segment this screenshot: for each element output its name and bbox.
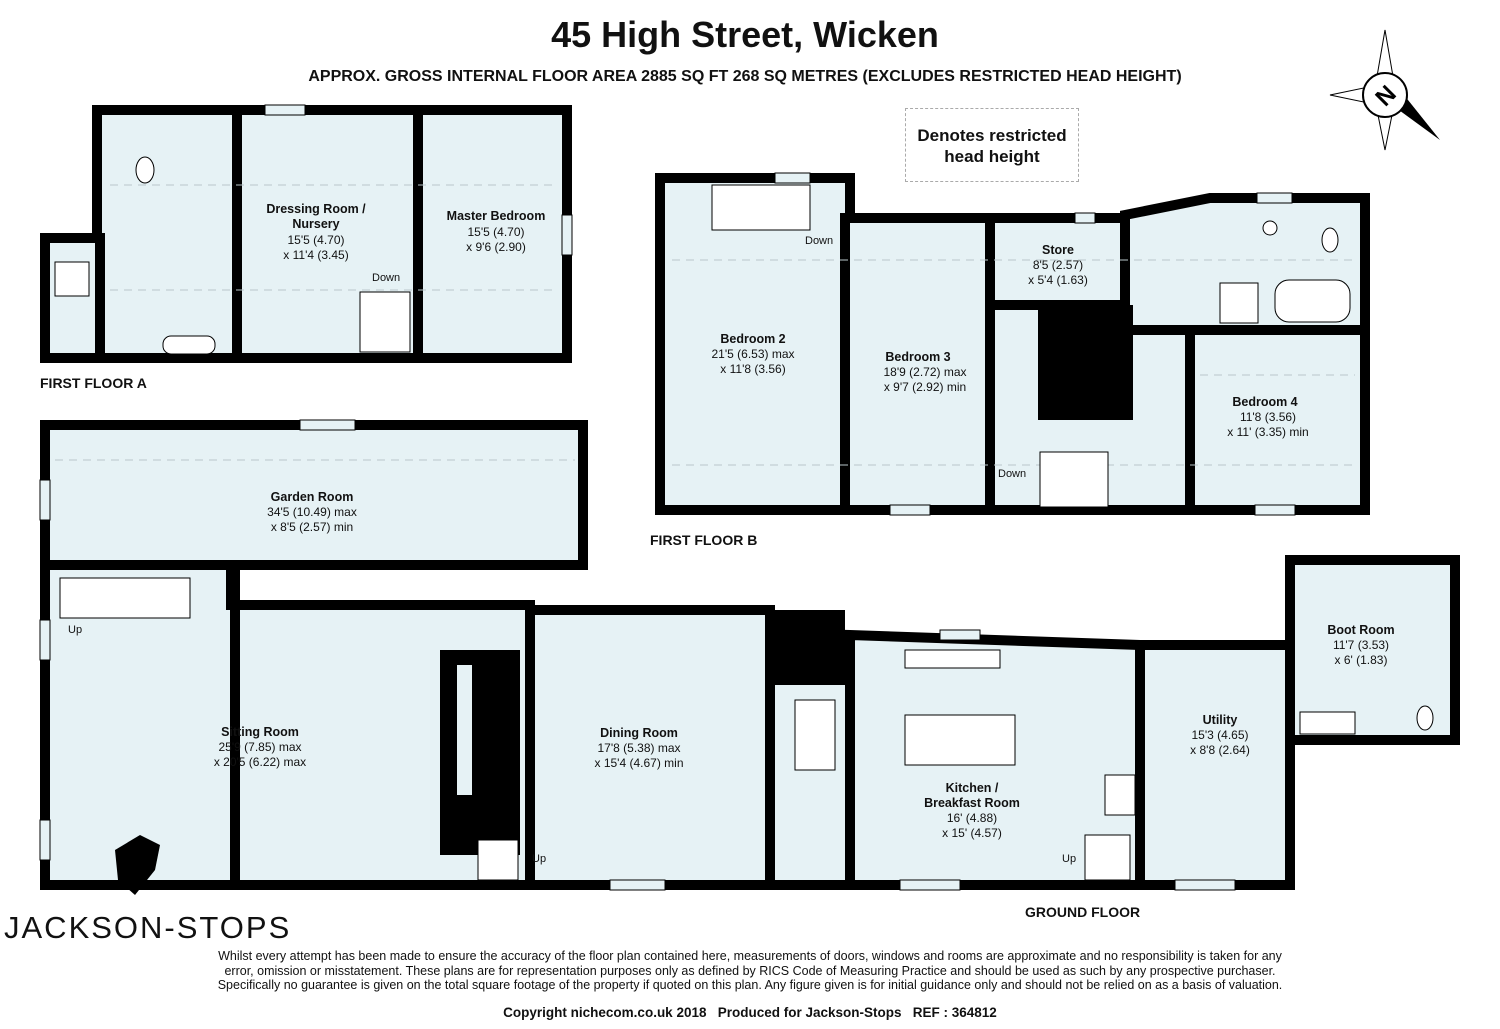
room-dimension: 15'5 (4.70) <box>288 233 345 247</box>
bath-icon <box>162 335 216 355</box>
room-name: Kitchen / <box>946 781 999 795</box>
stairs-down: Down <box>711 184 833 247</box>
range-cooker-icon <box>794 699 836 771</box>
ground-floor-plan: Up Up Up Garden Room 34'5 (10.49) max x … <box>39 419 1460 920</box>
floor-label: FIRST FLOOR A <box>40 375 147 391</box>
room-name: Utility <box>1203 713 1238 727</box>
room-dimension: 8'5 (2.57) <box>1033 258 1083 272</box>
first-floor-a-plan: Down Dressing Room / Nursery 15'5 (4.70)… <box>40 104 573 391</box>
room-name: Bedroom 3 <box>885 350 950 364</box>
disclaimer-line: error, omission or misstatement. These p… <box>224 963 1276 978</box>
room-dimension: 16' (4.88) <box>947 811 997 825</box>
room-name: Dressing Room / <box>266 202 366 216</box>
hob-icon <box>1104 774 1136 816</box>
shower-icon <box>1219 282 1259 324</box>
room-bedroom-2 <box>655 173 855 515</box>
room-name: Bedroom 2 <box>720 332 785 346</box>
svg-text:Up: Up <box>68 624 82 636</box>
room-dimension: x 9'6 (2.90) <box>466 240 526 254</box>
disclaimer-line: Specifically no guarantee is given on th… <box>217 978 1283 992</box>
stairs-up: Up <box>1062 834 1131 881</box>
svg-text:Down: Down <box>998 468 1026 480</box>
room-name: Master Bedroom <box>447 209 546 223</box>
room-dining-room <box>525 605 775 890</box>
kitchen-sink-icon <box>904 649 1001 669</box>
disclaimer: Whilst every attempt has been made to en… <box>150 949 1350 993</box>
room-dimension: 11'8 (3.56) <box>1240 410 1296 424</box>
room-dimension: 34'5 (10.49) max <box>267 505 357 519</box>
room-dimension: x 15' (4.57) <box>942 826 1002 840</box>
room-dimension: x 11' (3.35) min <box>1227 425 1308 439</box>
svg-text:Up: Up <box>1062 853 1076 865</box>
room-bedroom-3 <box>840 213 995 515</box>
room-dimension: 15'3 (4.65) <box>1192 728 1249 742</box>
stairs-down: Down <box>359 272 411 353</box>
room-store <box>985 213 1130 310</box>
north-arrow-compass-icon: N <box>1329 29 1440 151</box>
stairs-down: Down <box>998 451 1109 508</box>
room-name: Garden Room <box>271 490 354 504</box>
room-dimension: x 6' (1.83) <box>1335 653 1388 667</box>
room-name: Nursery <box>292 217 339 231</box>
kitchen-island <box>904 714 1016 766</box>
svg-text:Down: Down <box>805 235 833 247</box>
utility-sink-icon <box>1299 711 1356 735</box>
room-name: Boot Room <box>1327 623 1394 637</box>
bath-icon <box>1274 279 1351 323</box>
room-dimension: 15'5 (4.70) <box>468 225 525 239</box>
svg-text:Down: Down <box>372 272 400 284</box>
brand-logo-text: JACKSON-STOPS <box>4 910 292 945</box>
room-dimension: x 9'7 (2.92) min <box>884 380 966 394</box>
floor-label: GROUND FLOOR <box>1025 904 1140 920</box>
restricted-head-height-legend: Denotes restricted head height <box>905 108 1079 182</box>
room-dimension: 21'5 (6.53) max <box>712 347 795 361</box>
jackson-stops-logo-icon <box>115 835 160 895</box>
room-dimension: x 20'5 (6.22) max <box>214 755 306 769</box>
toilet-icon <box>135 156 155 184</box>
room-name: Store <box>1042 243 1074 257</box>
toilet-icon <box>1321 227 1339 253</box>
toilet-icon <box>1416 705 1434 731</box>
room-dimension: x 8'5 (2.57) min <box>271 520 353 534</box>
shower-icon <box>54 261 90 297</box>
first-floor-a-outline <box>92 105 572 363</box>
floor-area-subtitle: APPROX. GROSS INTERNAL FLOOR AREA 2885 S… <box>308 68 1182 85</box>
room-dimension: 17'8 (5.38) max <box>598 741 681 755</box>
room-name: Bedroom 4 <box>1232 395 1297 409</box>
stairs-up: Up <box>59 577 191 636</box>
room-name: Dining Room <box>600 726 678 740</box>
disclaimer-line: Whilst every attempt has been made to en… <box>218 949 1282 963</box>
room-dimension: 18'9 (2.72) max <box>884 365 967 379</box>
room-utility <box>1135 640 1295 890</box>
room-dimension: x 8'8 (2.64) <box>1190 743 1250 757</box>
room-dimension: x 11'4 (3.45) <box>283 248 348 262</box>
stairs-up: Up <box>477 839 546 881</box>
room-name: Sitting Room <box>221 725 299 739</box>
room-dimension: x 5'4 (1.63) <box>1028 273 1088 287</box>
room-dimension: x 15'4 (4.67) min <box>595 756 684 770</box>
shower-bay <box>40 233 105 363</box>
first-floor-b-plan: Down Down Bedroom 2 21'5 (6.53) max x 11… <box>650 172 1370 548</box>
svg-text:Up: Up <box>532 853 546 865</box>
room-dimension: 11'7 (3.53) <box>1333 638 1389 652</box>
legend-line-2: head height <box>944 147 1040 166</box>
sink-icon <box>1262 220 1278 236</box>
page-title: 45 High Street, Wicken <box>551 14 939 55</box>
legend-line-1: Denotes restricted <box>917 126 1067 145</box>
copyright: Copyright nichecom.co.uk 2018 Produced f… <box>503 1005 997 1020</box>
room-dimension: 25'9 (7.85) max <box>219 740 302 754</box>
floor-label: FIRST FLOOR B <box>650 532 757 548</box>
room-name: Breakfast Room <box>924 796 1020 810</box>
room-dimension: x 11'8 (3.56) <box>720 362 785 376</box>
